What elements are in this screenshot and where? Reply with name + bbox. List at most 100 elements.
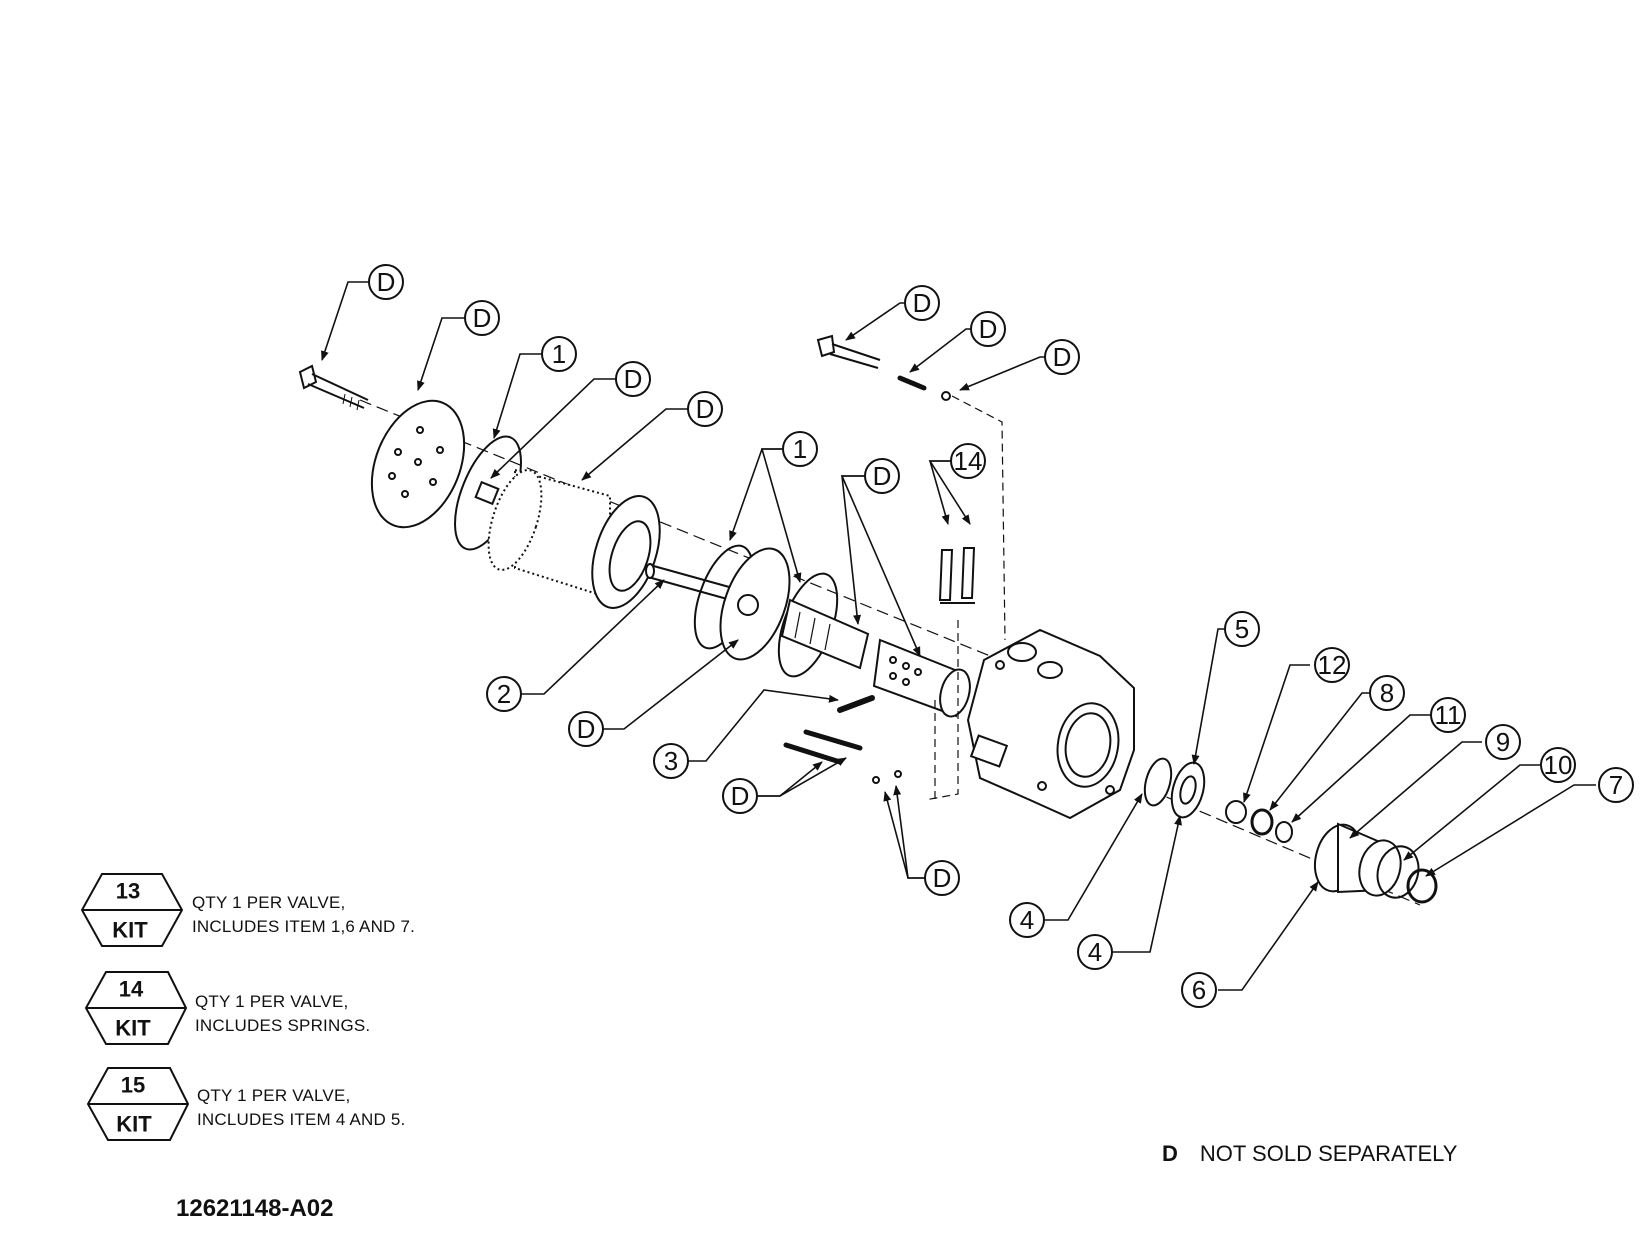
pin <box>837 695 875 713</box>
svg-text:8: 8 <box>1380 678 1394 708</box>
sleeve <box>872 638 971 718</box>
kit-13-symbol: 13 KIT <box>80 873 184 947</box>
svg-text:13: 13 <box>116 879 140 904</box>
callout-d: D <box>368 264 404 300</box>
not-sold-separately-note: D NOT SOLD SEPARATELY <box>1162 1141 1457 1167</box>
rod-2 <box>803 729 863 751</box>
kit-13-line-1: QTY 1 PER VALVE, <box>192 893 346 912</box>
svg-text:D: D <box>473 303 492 333</box>
callout-10: 10 <box>1540 747 1576 783</box>
ring-12 <box>1225 800 1247 824</box>
kit-14-line-2: INCLUDES SPRINGS. <box>195 1016 371 1035</box>
pin-top <box>897 375 927 391</box>
centering-springs <box>938 547 976 604</box>
svg-text:1: 1 <box>793 434 807 464</box>
svg-text:7: 7 <box>1609 770 1623 800</box>
callout-7: 7 <box>1598 767 1634 803</box>
svg-text:KIT: KIT <box>115 1016 151 1041</box>
seal-10 <box>1376 845 1420 899</box>
kit-14-line-1: QTY 1 PER VALVE, <box>195 992 349 1011</box>
callout-4: 4 <box>1077 934 1113 970</box>
kit-14-description: QTY 1 PER VALVE, INCLUDES SPRINGS. <box>195 990 370 1038</box>
callout-d: D <box>864 458 900 494</box>
svg-text:2: 2 <box>497 679 511 709</box>
svg-text:12: 12 <box>1318 650 1347 680</box>
svg-text:D: D <box>913 288 932 318</box>
svg-text:14: 14 <box>119 977 144 1002</box>
callout-5: 5 <box>1224 611 1260 647</box>
note-text: NOT SOLD SEPARATELY <box>1199 1141 1458 1166</box>
cap-screw-left <box>298 364 369 411</box>
callout-1: 1 <box>541 336 577 372</box>
svg-text:KIT: KIT <box>112 918 148 943</box>
kit-15-line-1: QTY 1 PER VALVE, <box>197 1086 351 1105</box>
callout-d: D <box>722 778 758 814</box>
rod-1 <box>783 742 843 765</box>
callout-3: 3 <box>653 743 689 779</box>
callouts: D D 1 D D 2 D 3 1 D 14 D D D D D 4 4 6 5… <box>368 264 1634 1008</box>
note-symbol: D <box>1162 1141 1178 1166</box>
svg-text:3: 3 <box>664 746 678 776</box>
callout-d: D <box>924 860 960 896</box>
parts <box>298 334 1438 904</box>
kit-13-line-2: INCLUDES ITEM 1,6 AND 7. <box>192 917 416 936</box>
svg-text:4: 4 <box>1020 905 1034 935</box>
drawing-number: 12621148-A02 <box>176 1195 334 1222</box>
ring-11 <box>1275 821 1293 843</box>
callout-8: 8 <box>1369 675 1405 711</box>
callout-d: D <box>1044 339 1080 375</box>
seal-7 <box>1406 868 1438 904</box>
callout-9: 9 <box>1485 724 1521 760</box>
svg-text:6: 6 <box>1192 975 1206 1005</box>
end-cap <box>370 399 466 529</box>
svg-text:KIT: KIT <box>116 1112 152 1137</box>
callout-14: 14 <box>950 443 986 479</box>
callout-1: 1 <box>782 431 818 467</box>
callout-d: D <box>687 391 723 427</box>
svg-text:D: D <box>624 364 643 394</box>
callout-d: D <box>970 311 1006 347</box>
cap-screw-top <box>816 334 881 369</box>
kit-13-description: QTY 1 PER VALVE, INCLUDES ITEM 1,6 AND 7… <box>192 891 415 939</box>
svg-text:11: 11 <box>1435 700 1462 730</box>
callout-11: 11 <box>1430 697 1466 733</box>
svg-text:1: 1 <box>552 339 566 369</box>
svg-text:15: 15 <box>121 1073 145 1098</box>
kit-15-line-2: INCLUDES ITEM 4 AND 5. <box>197 1110 406 1129</box>
callout-d: D <box>615 361 651 397</box>
svg-text:9: 9 <box>1496 727 1510 757</box>
svg-text:4: 4 <box>1088 937 1102 967</box>
callout-d: D <box>568 711 604 747</box>
gerotor-housing <box>487 468 661 609</box>
bearing-race <box>1143 757 1173 807</box>
kit-15-description: QTY 1 PER VALVE, INCLUDES ITEM 4 AND 5. <box>197 1084 405 1132</box>
callout-d: D <box>464 300 500 336</box>
leader-lines <box>321 281 1596 991</box>
svg-text:10: 10 <box>1544 750 1573 780</box>
spool <box>780 598 870 670</box>
spacer-block <box>474 480 500 506</box>
svg-text:D: D <box>696 394 715 424</box>
ring-8 <box>1250 808 1274 836</box>
svg-text:D: D <box>377 267 396 297</box>
svg-text:D: D <box>577 714 596 744</box>
callout-12: 12 <box>1314 647 1350 683</box>
svg-text:D: D <box>873 461 892 491</box>
hidden-lines <box>924 395 1006 804</box>
callout-2: 2 <box>486 676 522 712</box>
svg-text:D: D <box>979 314 998 344</box>
ball-top <box>941 391 951 401</box>
callout-4: 4 <box>1009 902 1045 938</box>
kit-15-symbol: 15 KIT <box>86 1067 190 1141</box>
kit-symbols: 13 KIT 14 KIT 15 KIT <box>80 873 190 1141</box>
kit-14-symbol: 14 KIT <box>84 971 188 1045</box>
svg-text:D: D <box>1053 342 1072 372</box>
svg-text:5: 5 <box>1235 614 1249 644</box>
svg-text:D: D <box>933 863 952 893</box>
svg-text:D: D <box>731 781 750 811</box>
callout-d: D <box>904 285 940 321</box>
callout-6: 6 <box>1181 972 1217 1008</box>
svg-text:14: 14 <box>954 446 983 476</box>
valve-body <box>966 628 1135 820</box>
